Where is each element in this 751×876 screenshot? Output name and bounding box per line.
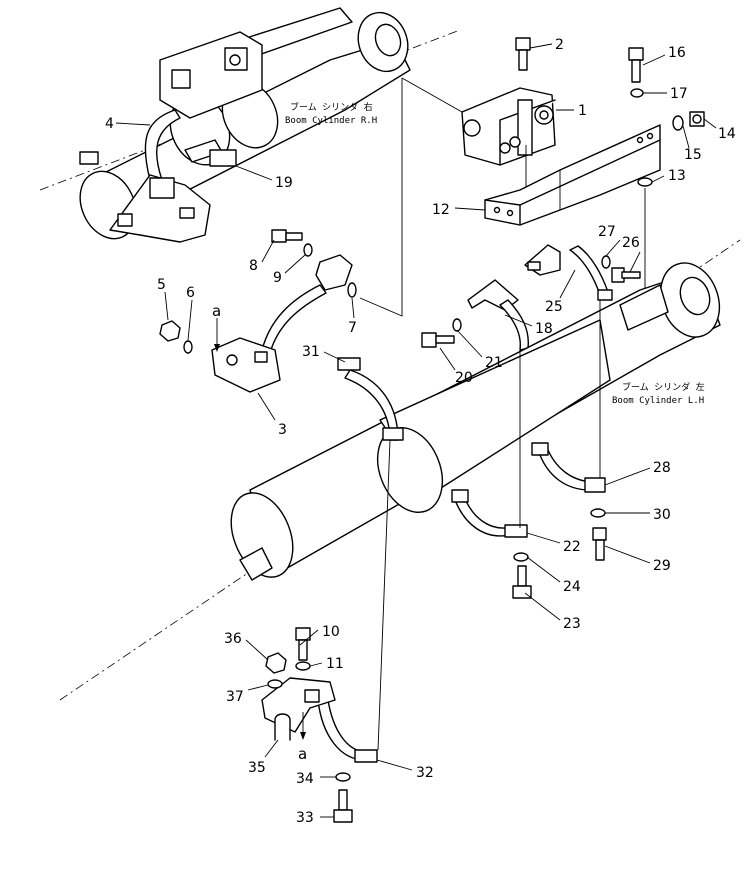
nut-part-5 bbox=[159, 320, 181, 342]
callout-7: 7 bbox=[348, 320, 357, 336]
hose-part-3 bbox=[211, 254, 353, 393]
bolt-part-20 bbox=[421, 332, 455, 348]
washer-part-24 bbox=[513, 552, 529, 562]
washer-part-11 bbox=[295, 661, 311, 671]
callout-35: 35 bbox=[248, 760, 266, 776]
callout-30: 30 bbox=[653, 507, 671, 523]
bolt-part-23 bbox=[512, 565, 532, 599]
callout-9: 9 bbox=[273, 270, 282, 286]
callout-19: 19 bbox=[275, 175, 293, 191]
callout-21: 21 bbox=[485, 355, 503, 371]
bolt-part-26 bbox=[611, 267, 641, 283]
label-lh-en: Boom Cylinder L.H bbox=[612, 396, 704, 406]
callout-25: 25 bbox=[545, 299, 563, 315]
ubolt-part-35 bbox=[274, 713, 291, 741]
bolt-part-8 bbox=[271, 229, 303, 243]
oring-part-6 bbox=[183, 340, 193, 354]
callout-36: 36 bbox=[224, 631, 242, 647]
callout-1: 1 bbox=[578, 103, 587, 119]
manifold-part-12 bbox=[484, 124, 661, 226]
callout-24: 24 bbox=[563, 579, 581, 595]
clamp-band-part-22 bbox=[451, 489, 528, 538]
bracket-part-25 bbox=[524, 244, 613, 301]
bracket-part-18 bbox=[467, 279, 529, 351]
bolt-part-10 bbox=[295, 627, 311, 661]
washer-part-17 bbox=[630, 88, 644, 98]
callout-5: 5 bbox=[157, 277, 166, 293]
callout-14: 14 bbox=[718, 126, 736, 142]
nut-part-36 bbox=[265, 652, 287, 674]
callout-6: 6 bbox=[186, 285, 195, 301]
oring-part-15 bbox=[672, 115, 684, 131]
callout-28: 28 bbox=[653, 460, 671, 476]
boom-cylinder-lh bbox=[230, 262, 721, 581]
callout-leaders bbox=[115, 43, 717, 818]
clamp-part-32 bbox=[317, 699, 378, 763]
callout-15: 15 bbox=[684, 147, 702, 163]
oring-part-7 bbox=[347, 282, 357, 298]
callout-2: 2 bbox=[555, 37, 564, 53]
washer-part-34 bbox=[335, 772, 351, 782]
callout-32: 32 bbox=[416, 765, 434, 781]
plug-part-14 bbox=[689, 111, 705, 127]
label-rh-jp: ブーム シリンダ 右 bbox=[290, 101, 373, 113]
washer-part-37 bbox=[267, 679, 283, 689]
boom-cylinder-rh bbox=[79, 7, 411, 243]
arrow-a-bottom bbox=[300, 712, 306, 740]
bolt-part-2 bbox=[515, 37, 531, 71]
bolt-part-29 bbox=[592, 527, 607, 561]
washer-part-30 bbox=[590, 508, 606, 518]
callout-34: 34 bbox=[296, 771, 314, 787]
washer-part-27 bbox=[601, 255, 611, 269]
callout-29: 29 bbox=[653, 558, 671, 574]
mark-a-top: a bbox=[212, 302, 221, 320]
callout-4: 4 bbox=[105, 116, 114, 132]
label-rh-en: Boom Cylinder R.H bbox=[285, 116, 377, 126]
callout-37: 37 bbox=[226, 689, 244, 705]
callout-20: 20 bbox=[455, 370, 473, 386]
label-lh-jp: ブーム シリンダ 左 bbox=[622, 381, 705, 393]
callout-16: 16 bbox=[668, 45, 686, 61]
callout-26: 26 bbox=[622, 235, 640, 251]
callout-27: 27 bbox=[598, 224, 616, 240]
callout-12: 12 bbox=[432, 202, 450, 218]
callout-23: 23 bbox=[563, 616, 581, 632]
callout-31: 31 bbox=[302, 344, 320, 360]
valve-part-1 bbox=[461, 87, 556, 166]
callout-18: 18 bbox=[535, 321, 553, 337]
callout-13: 13 bbox=[668, 168, 686, 184]
arrow-a-top bbox=[214, 318, 220, 352]
callout-22: 22 bbox=[563, 539, 581, 555]
oring-part-13 bbox=[637, 177, 653, 187]
callout-10: 10 bbox=[322, 624, 340, 640]
bolt-part-16 bbox=[628, 47, 644, 83]
clamp-band-part-28 bbox=[531, 442, 606, 493]
washer-part-9 bbox=[303, 243, 313, 257]
callout-17: 17 bbox=[670, 86, 688, 102]
bolt-part-33 bbox=[333, 789, 353, 823]
mark-a-bottom: a bbox=[298, 745, 307, 763]
washer-part-21 bbox=[452, 318, 462, 332]
callout-8: 8 bbox=[249, 258, 258, 274]
callout-11: 11 bbox=[326, 656, 344, 672]
callout-33: 33 bbox=[296, 810, 314, 826]
callout-3: 3 bbox=[278, 422, 287, 438]
